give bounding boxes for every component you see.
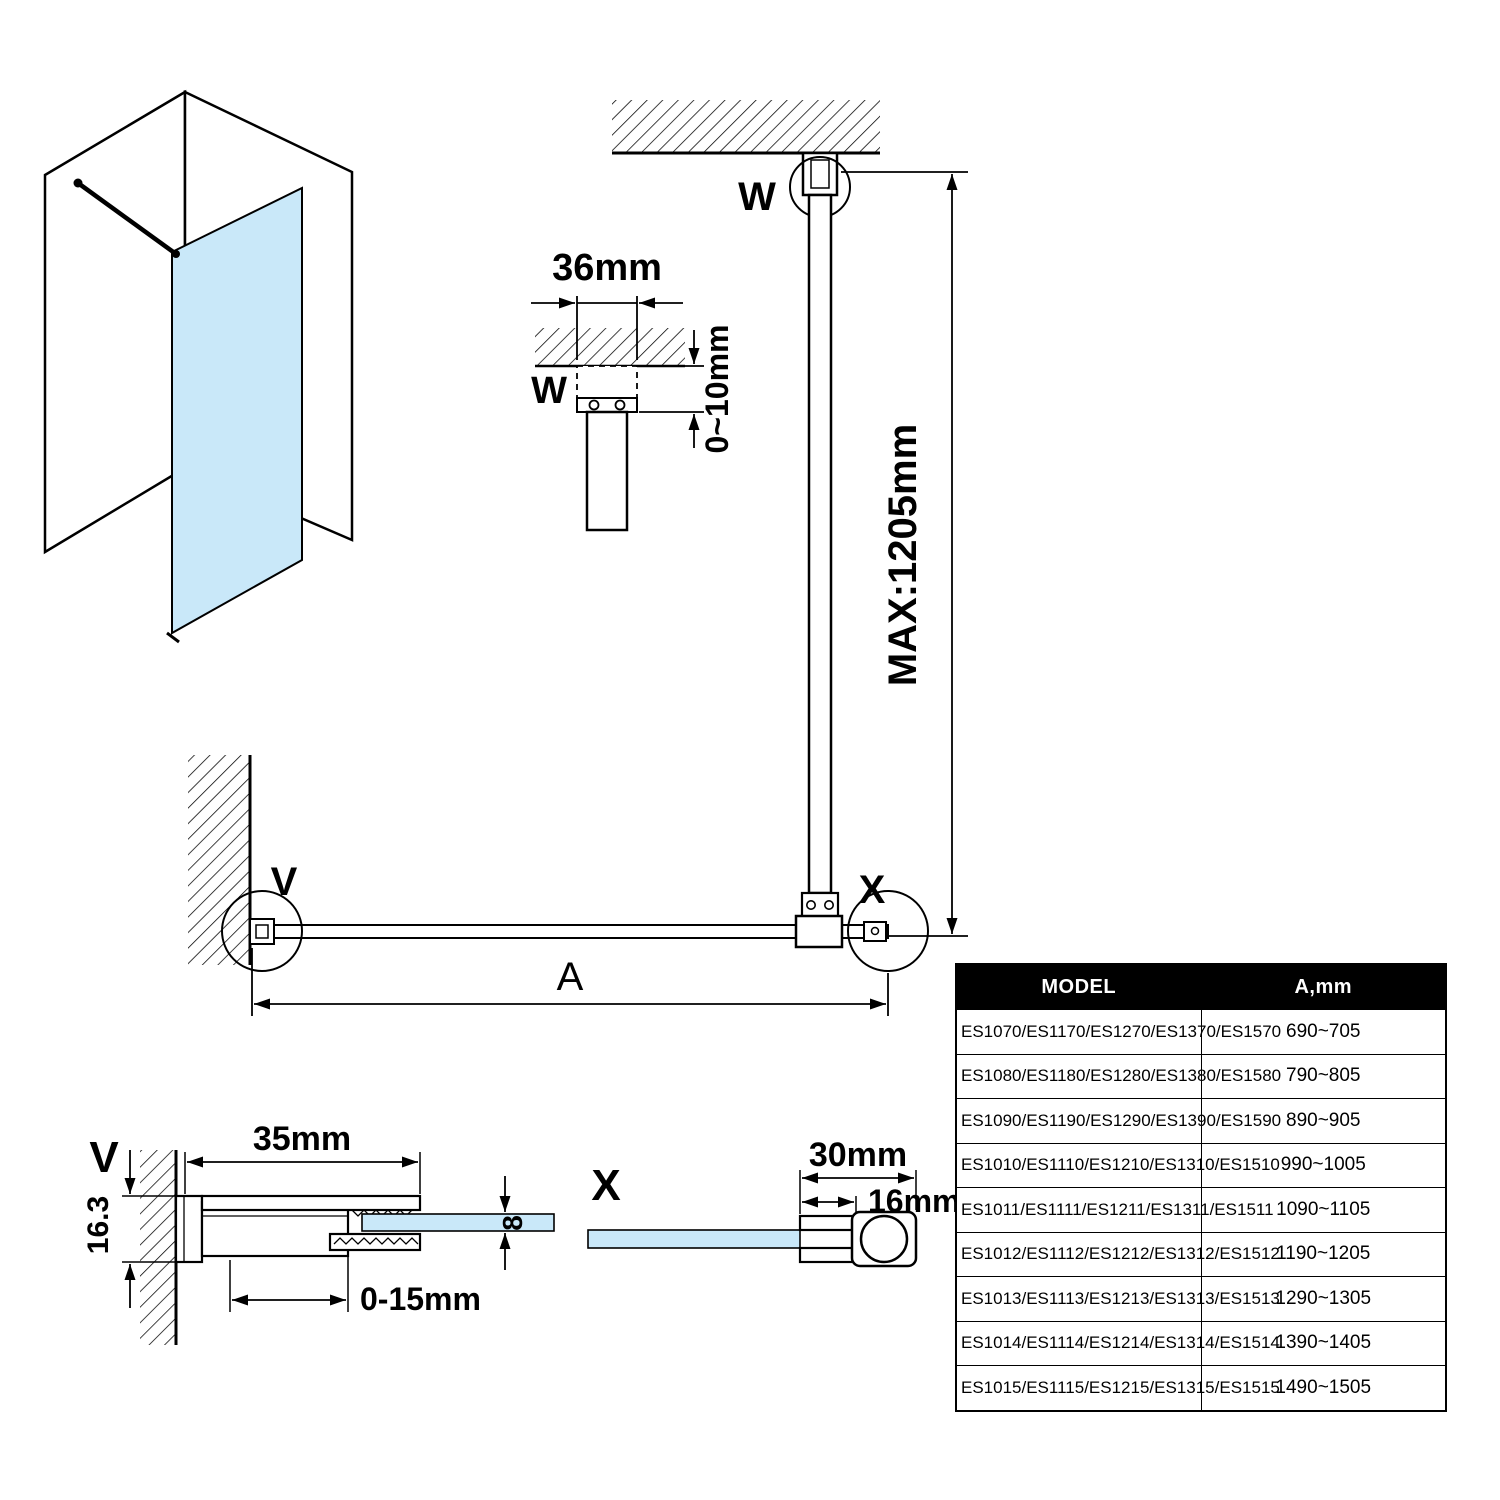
model-cell: ES1080/ES1180/ES1280/ES1380/ES1580 xyxy=(955,1053,1281,1099)
plan-view xyxy=(188,755,929,1016)
bar-assembly-view xyxy=(612,100,968,937)
glass-section xyxy=(587,1229,801,1249)
table-row: ES1011/ES1111/ES1211/ES1311/ES1511 1090~… xyxy=(955,1187,1447,1233)
profile-top-arm xyxy=(200,1194,422,1212)
detail-w-label: W xyxy=(531,370,567,412)
bar-tube-section xyxy=(859,1214,909,1264)
a-cell: 790~805 xyxy=(1200,1053,1447,1099)
dim-a-label: A xyxy=(557,955,584,999)
model-table: MODEL A,mm ES1070/ES1170/ES1270/ES1370/E… xyxy=(955,963,1447,1412)
model-cell: ES1015/ES1115/ES1215/ES1315/ES1515 xyxy=(955,1365,1280,1411)
glass-clamp xyxy=(794,914,844,949)
left-wall xyxy=(43,89,187,555)
a-cell: 1390~1405 xyxy=(1200,1320,1447,1366)
table-row: ES1014/ES1114/ES1214/ES1314/ES1514 1390~… xyxy=(955,1320,1447,1366)
plan-v-label: V xyxy=(271,860,298,904)
screw-icon xyxy=(588,399,600,411)
dim-16mm: 16mm xyxy=(868,1183,961,1219)
vertical-bar xyxy=(807,193,833,895)
pivot-screw-icon xyxy=(805,899,816,910)
a-cell: 1190~1205 xyxy=(1200,1231,1447,1277)
clamp-top-plate xyxy=(798,1214,860,1232)
model-cell: ES1013/ES1113/ES1213/ES1313/ES1513 xyxy=(955,1276,1280,1322)
wall-hatch xyxy=(188,755,250,965)
clamp-bottom-plate xyxy=(798,1246,860,1264)
glass-section xyxy=(361,1213,555,1232)
a-cell: 1490~1505 xyxy=(1200,1365,1447,1411)
table-row: ES1070/ES1170/ES1270/ES1370/ES1570 690~7… xyxy=(955,1009,1447,1055)
glass-panel xyxy=(171,186,303,635)
ceiling-bracket-inner xyxy=(810,159,830,189)
dim-max-1205mm: MAX:1205mm xyxy=(881,424,925,686)
table-row: ES1090/ES1190/ES1290/ES1390/ES1590 890~9… xyxy=(955,1098,1447,1144)
dim-0-15mm: 0-15mm xyxy=(360,1281,481,1317)
serration-bottom xyxy=(333,1237,419,1245)
table-row: ES1080/ES1180/ES1280/ES1380/ES1580 790~8… xyxy=(955,1053,1447,1099)
model-cell: ES1011/ES1111/ES1211/ES1311/ES1511 xyxy=(955,1187,1274,1233)
table-row: ES1010/ES1110/ES1210/ES1310/ES1510 990~1… xyxy=(955,1142,1447,1188)
dim-36mm: 36mm xyxy=(552,247,662,289)
dim-8: 8 xyxy=(497,1215,528,1231)
detail-v-label: V xyxy=(89,1133,119,1182)
screw-icon xyxy=(614,399,626,411)
a-cell: 990~1005 xyxy=(1200,1142,1447,1188)
detail-w-view xyxy=(531,296,704,532)
model-cell: ES1070/ES1170/ES1270/ES1370/ES1570 xyxy=(955,1009,1281,1055)
model-cell: ES1014/ES1114/ES1214/ES1314/ES1514 xyxy=(955,1320,1280,1366)
table-header-row: MODEL A,mm xyxy=(955,963,1447,1010)
assembly-x-label: X xyxy=(859,868,886,912)
model-cell: ES1010/ES1110/ES1210/ES1310/ES1510 xyxy=(955,1142,1280,1188)
wall-profile-fitting-inner xyxy=(255,924,269,939)
floor-foot xyxy=(166,631,180,644)
table-row: ES1015/ES1115/ES1215/ES1315/ES1515 1490~… xyxy=(955,1365,1447,1411)
a-cell: 890~905 xyxy=(1200,1098,1447,1144)
dim-16-3: 16.3 xyxy=(82,1196,115,1254)
wall-profile-fitting xyxy=(249,918,275,945)
a-cell: 1290~1305 xyxy=(1200,1276,1447,1322)
callout-circle-x xyxy=(847,890,929,972)
col-header-model: MODEL xyxy=(955,963,1202,1010)
ceiling-hatch xyxy=(612,100,880,153)
pivot-screw-icon xyxy=(823,899,834,910)
bar-end xyxy=(585,410,629,532)
glass-plan xyxy=(249,924,889,939)
ceiling-hatch xyxy=(535,328,685,366)
dim-35mm: 35mm xyxy=(253,1120,351,1158)
col-header-a-mm: A,mm xyxy=(1200,963,1447,1010)
support-bar xyxy=(76,181,178,256)
a-cell: 1090~1105 xyxy=(1200,1187,1447,1233)
table-row: ES1012/ES1112/ES1212/ES1312/ES1512 1190~… xyxy=(955,1231,1447,1277)
model-cell: ES1012/ES1112/ES1212/ES1312/ES1512 xyxy=(955,1231,1280,1277)
wall-plate xyxy=(174,1194,204,1264)
detail-x-label: X xyxy=(591,1161,620,1210)
isometric-view xyxy=(43,89,354,644)
dim-30mm: 30mm xyxy=(809,1136,907,1174)
bar-wall-anchor xyxy=(73,178,83,188)
bar-glass-anchor xyxy=(172,250,180,258)
detail-x-view xyxy=(587,1170,918,1268)
dim-0-10mm: 0~10mm xyxy=(699,325,735,454)
wall-hatch xyxy=(140,1150,176,1345)
table-row: ES1013/ES1113/ES1213/ES1313/ES1513 1290~… xyxy=(955,1276,1447,1322)
callout-circle-v xyxy=(221,890,303,972)
bracket-plate xyxy=(576,397,638,413)
end-fitting-screw-icon xyxy=(870,926,880,936)
model-cell: ES1090/ES1190/ES1290/ES1390/ES1590 xyxy=(955,1098,1281,1144)
assembly-w-label: W xyxy=(738,175,776,219)
detail-v-view xyxy=(122,1150,555,1345)
end-fitting xyxy=(863,921,887,942)
